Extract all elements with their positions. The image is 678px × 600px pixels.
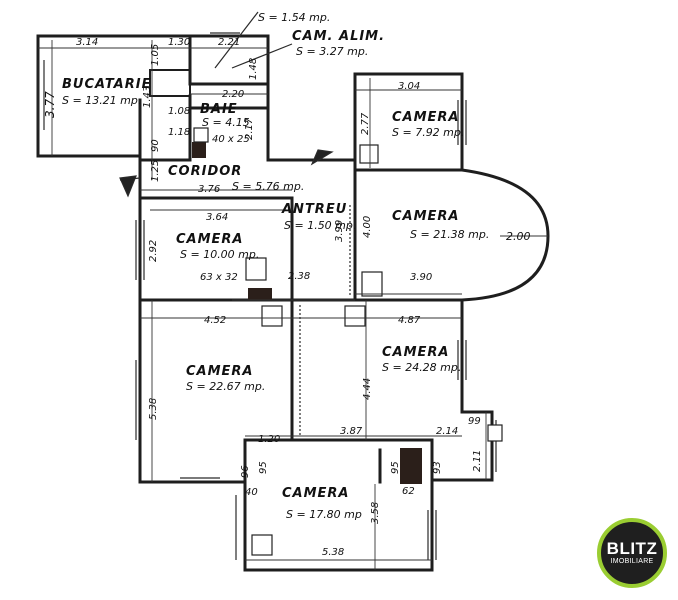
vent-box [359,144,379,164]
dim-label: 1.30 [168,37,190,48]
dim-label: 63 x 32 [200,272,238,283]
vent-box [261,305,283,327]
room-area-camera-e: S = 21.38 mp. [410,228,489,241]
chimney-hatch [400,448,422,484]
dim-label: 1.05 [150,44,161,66]
dim-label: 2.00 [506,230,531,243]
vent-box [251,534,273,556]
room-name-camera-se: CAMERA [382,345,450,360]
dim-label: 1.43 [142,86,153,108]
room-area-camera-sw: S = 22.67 mp. [186,380,265,393]
room-name-camera-w: CAMERA [176,232,244,247]
dim-label: 40 [245,487,258,498]
dim-label: 3.04 [398,81,420,92]
dim-label: 62 [402,486,415,497]
dim-label: 2.20 [222,89,244,100]
room-name-camera-e: CAMERA [392,209,460,224]
room-name-antreu: ANTREU [281,202,347,217]
dim-label: 90 [150,139,161,152]
room-name-baie: BAIE [200,102,238,117]
room-area-camera-se: S = 24.28 mp. [382,361,461,374]
dim-label: 2.92 [148,240,159,262]
dim-label: 99 [468,416,481,427]
room-labels: BUCATARIE S = 13.21 mp. BAIE S = 4.15 CO… [62,11,489,521]
room-name-camera-sw: CAMERA [186,364,254,379]
room-area-baie: S = 4.15 [202,116,250,129]
dim-label: 5.38 [148,398,159,420]
dim-label: 93 [432,461,443,474]
dim-label: 1.08 [168,106,190,117]
dim-label: 4.87 [398,315,421,326]
dim-label: 2.38 [288,271,310,282]
dim-label: 3.77 [43,91,57,118]
logo-line-2: IMOBILIARE [610,558,654,565]
room-name-coridor: CORIDOR [168,164,242,179]
vent-box [245,257,267,281]
dim-label: 3.76 [198,184,220,195]
dim-label: 4.44 [362,378,373,400]
room-area-coridor: S = 5.76 mp. [232,180,304,193]
blitz-logo: BLITZ IMOBILIARE [597,518,667,588]
dimension-labels: 3.14 1.30 2.21 1.05 1.48 3.77 1.43 2.20 … [43,37,531,558]
dim-label: 2.11 [472,450,483,472]
room-area-cam-alim: S = 3.27 mp. [296,45,368,58]
dim-label: 4.00 [362,216,373,238]
room-name-camera-s: CAMERA [282,486,350,501]
windows-and-details [37,11,497,560]
dim-label: 2.21 [218,37,240,48]
room-area-antreu: S = 1.50 mp. [284,219,356,232]
room-area-top-small: S = 1.54 mp. [258,11,330,24]
vent-box [361,271,383,297]
vent-boxes [192,127,503,556]
vent-box [193,127,209,143]
vent-box [487,424,503,442]
dim-label: 5.38 [322,547,344,558]
room-name-camera-ne: CAMERA [392,110,460,125]
dimension-lines [38,40,548,570]
dim-label: 95 [390,461,401,474]
dim-label: 3.99 [334,220,345,242]
dim-label: 3.14 [76,37,98,48]
vent-box [344,305,366,327]
dim-label: 96 [240,465,251,478]
room-name-cam-alim: CAM. ALIM. [292,29,385,44]
dim-label: 2.77 [360,112,371,135]
chimney-hatch [192,142,206,158]
dim-label: 3.87 [340,426,363,437]
room-area-camera-ne: S = 7.92 mp. [392,126,464,139]
dim-label: 2.14 [436,426,458,437]
room-area-camera-s: S = 17.80 mp [286,508,362,521]
dim-label: 4.52 [204,315,226,326]
dim-label: 40 x 25 [212,134,250,145]
chimney-hatch [248,288,272,300]
room-name-bucatarie: BUCATARIE [62,77,151,92]
room-area-bucatarie: S = 13.21 mp. [62,94,141,107]
dim-label: 3.58 [370,502,381,524]
logo-line-1: BLITZ [606,539,658,558]
dim-label: 1.18 [168,127,190,138]
dim-label: 2.17 [244,117,255,140]
dim-label: 1.25 [150,160,161,182]
dim-label: 1.48 [248,58,259,80]
dim-label: 1.20 [258,434,280,445]
room-area-camera-w: S = 10.00 mp. [180,248,259,261]
dim-label: 3.90 [410,272,432,283]
dim-label: 3.64 [206,212,228,223]
dim-label: 95 [258,461,269,474]
